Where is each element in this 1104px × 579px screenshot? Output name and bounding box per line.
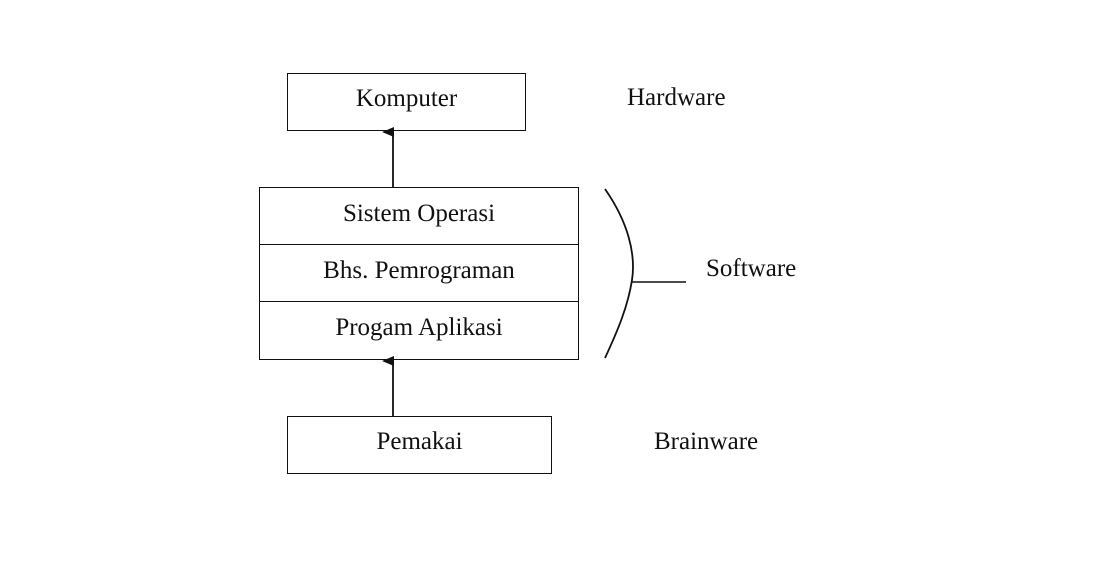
- software-brace: [604, 188, 634, 359]
- komputer-box: Komputer: [287, 73, 526, 131]
- sistem-operasi-label: Sistem Operasi: [342, 200, 496, 227]
- komputer-label: Komputer: [355, 85, 458, 112]
- software-stack-box: Sistem Operasi Bhs. Pemrograman Progam A…: [259, 187, 579, 360]
- bahasa-pemrograman-cell: Bhs. Pemrograman: [260, 245, 578, 302]
- software-label: Software: [706, 255, 797, 282]
- pemakai-label: Pemakai: [376, 428, 463, 455]
- sistem-operasi-cell: Sistem Operasi: [260, 188, 578, 245]
- pemakai-box: Pemakai: [287, 416, 552, 474]
- program-aplikasi-label: Progam Aplikasi: [335, 314, 503, 341]
- bahasa-pemrograman-label: Bhs. Pemrograman: [323, 257, 515, 284]
- program-aplikasi-cell: Progam Aplikasi: [260, 302, 578, 359]
- brainware-label: Brainware: [654, 428, 759, 455]
- hardware-label: Hardware: [627, 84, 726, 111]
